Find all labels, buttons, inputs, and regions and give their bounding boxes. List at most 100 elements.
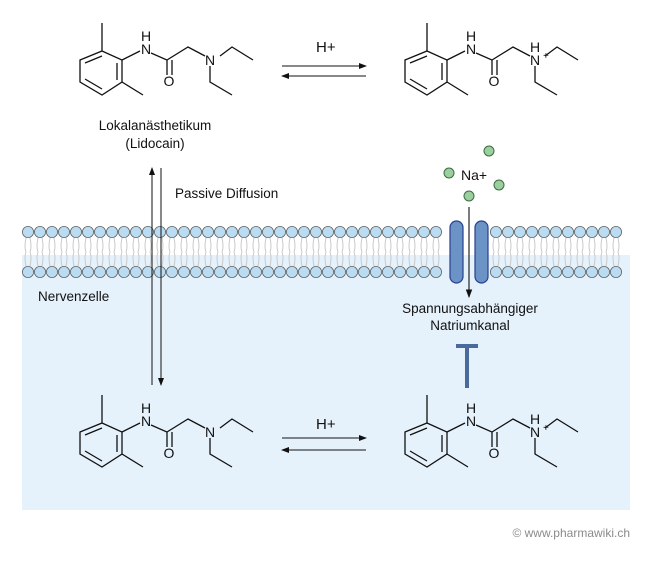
sodium-channel [449,220,489,284]
lipid-head [261,225,274,238]
lipid-tail [240,237,248,253]
lipid-tail [60,251,68,267]
lipid-tail [120,237,128,253]
lipid-tail [552,237,560,253]
sodium-ion [493,179,505,191]
lipid-tail [24,251,32,267]
lipid-head [249,265,262,278]
proton-label-top: H+ [316,39,336,56]
lipid-head [429,225,442,238]
lipid-tail [72,251,80,267]
lipid-tail [84,251,92,267]
lipid-head [106,265,119,278]
lipid-tail [432,237,440,253]
channel-subunit-left [449,220,464,284]
lipid-tail [216,251,224,267]
inhibition-symbol [456,344,478,388]
sodium-ions [443,145,505,202]
lipid-head [586,225,599,238]
lipid-tail [408,251,416,267]
lipid-head [213,225,226,238]
lipid-tail [204,237,212,253]
lipid-tail [204,251,212,267]
lipid-head [46,265,59,278]
lipid-tail [168,237,176,253]
lipid-head [538,225,551,238]
lipid-head [309,265,322,278]
lipid-head [501,265,514,278]
lipid-head [153,225,166,238]
lipid-tail [264,251,272,267]
lipid-head [249,225,262,238]
lipid-tail [312,237,320,253]
lipid-tail [48,251,56,267]
lipid-tail [300,251,308,267]
lipid-head [273,225,286,238]
lipid-tail [36,251,44,267]
lipid-tail [228,237,236,253]
lipid-head [94,265,107,278]
lipid-tail [564,237,572,253]
lipid-head [369,265,382,278]
lipid-tail [312,251,320,267]
lipid-tail [384,251,392,267]
lipid-head [393,225,406,238]
lipid-tail [600,251,608,267]
lipid-tail [240,251,248,267]
cell-label: Nervenzelle [38,289,109,304]
lipid-head [141,265,154,278]
lipid-head [526,265,539,278]
lipid-head [586,265,599,278]
lipid-tail [156,251,164,267]
lipid-tail [324,251,332,267]
lipid-tail [60,237,68,253]
lipid-tail [360,251,368,267]
lipid-tail [108,237,116,253]
lipid-head [393,265,406,278]
lipid-head [118,225,131,238]
lipid-tail [516,237,524,253]
lipid-head [574,265,587,278]
lipid-tail [528,251,536,267]
lipid-tail [180,251,188,267]
lipid-head [501,225,514,238]
channel-label-line2: Natriumkanal [430,318,510,333]
sodium-ion [483,145,495,157]
sodium-label: Na+ [461,167,487,183]
lipid-tail [156,237,164,253]
lipid-head [273,265,286,278]
lipid-head [58,265,71,278]
lipid-tail [588,251,596,267]
lipid-head [309,225,322,238]
lipid-tail [348,237,356,253]
sodium-ion [443,167,455,179]
lipid-head [129,225,142,238]
lipid-head [34,225,47,238]
lipid-tail [72,237,80,253]
lipid-head [357,265,370,278]
lipid-head [333,225,346,238]
lipid-head [489,265,502,278]
lipid-tail [132,237,140,253]
lipid-tail [192,237,200,253]
lipid-head [153,265,166,278]
lipid-tail [348,251,356,267]
lipid-tail [492,237,500,253]
lipid-tail [384,237,392,253]
lipid-head [550,225,563,238]
lipid-tail [120,251,128,267]
lidocaine-outside [80,23,253,95]
copyright-text: © www.pharmawiki.ch [512,526,630,540]
lipid-head [297,265,310,278]
lipid-head [538,265,551,278]
lipid-head [562,265,575,278]
cell-interior [22,255,630,510]
lipid-tail [408,237,416,253]
drug-name-label: Lokalanästhetikum [99,118,212,133]
lipid-tail [180,237,188,253]
lipid-head [381,225,394,238]
lipid-tail [492,251,500,267]
lipid-tail [396,251,404,267]
lipid-tail [336,237,344,253]
